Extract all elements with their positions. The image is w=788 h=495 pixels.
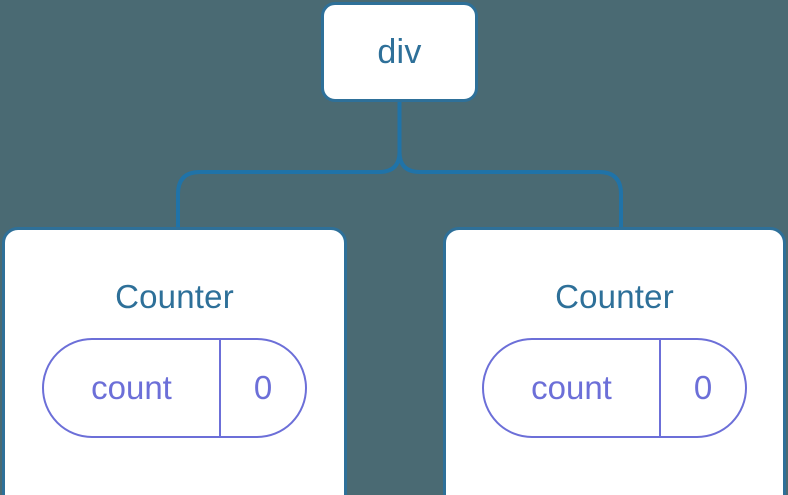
node-div-label: div bbox=[377, 32, 422, 71]
state-pill-right[interactable]: count 0 bbox=[482, 338, 747, 438]
connector-branch-right bbox=[397, 151, 623, 227]
state-key-left: count bbox=[44, 340, 221, 436]
state-value-left: 0 bbox=[253, 369, 273, 406]
node-div[interactable]: div bbox=[321, 2, 478, 102]
node-counter-right[interactable]: Counter count 0 bbox=[443, 227, 786, 495]
connector-branch-left bbox=[176, 151, 402, 227]
state-pill-left[interactable]: count 0 bbox=[42, 338, 307, 438]
node-counter-left[interactable]: Counter count 0 bbox=[2, 227, 347, 495]
state-value-right: 0 bbox=[693, 369, 713, 406]
state-key-right: count bbox=[484, 340, 661, 436]
node-counter-right-label: Counter bbox=[555, 278, 674, 315]
node-counter-left-label: Counter bbox=[115, 278, 234, 315]
